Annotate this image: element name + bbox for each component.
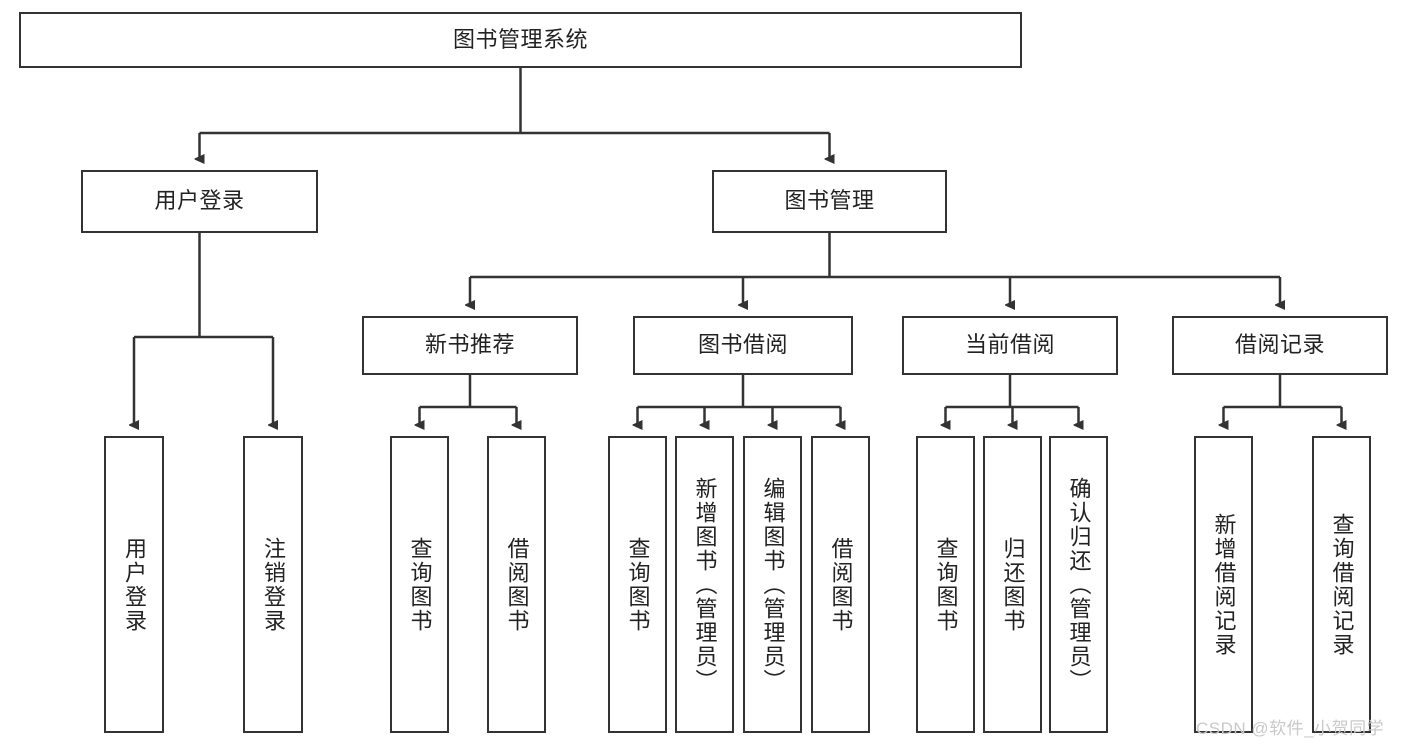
node-label: 借阅图书 — [828, 536, 854, 633]
node-leaf-query-book[interactable]: 查询图书 — [608, 436, 667, 733]
node-label: 注销登录 — [261, 536, 286, 633]
node-label: 图书管理系统 — [452, 26, 588, 52]
node-current-borrow[interactable]: 当前借阅 — [902, 316, 1118, 375]
node-leaf-confirm-return[interactable]: 确认归还（管理员） — [1049, 436, 1108, 733]
node-leaf-return-book[interactable]: 归还图书 — [983, 436, 1042, 733]
node-user-login[interactable]: 用户登录 — [81, 170, 318, 233]
node-leaf-query-record[interactable]: 查询借阅记录 — [1312, 436, 1371, 733]
node-label: 借阅图书 — [504, 536, 530, 633]
node-label: 图书借阅 — [697, 332, 788, 358]
node-label: 确认归还（管理员） — [1066, 476, 1092, 693]
node-label: 查询图书 — [933, 536, 959, 633]
node-leaf-add-record[interactable]: 新增借阅记录 — [1194, 436, 1253, 733]
node-label: 借阅记录 — [1234, 332, 1325, 358]
node-label: 归还图书 — [1000, 536, 1026, 633]
node-label: 用户登录 — [154, 188, 245, 214]
node-root[interactable]: 图书管理系统 — [19, 12, 1022, 68]
node-label: 查询借阅记录 — [1329, 512, 1355, 657]
node-new-book-rec[interactable]: 新书推荐 — [362, 316, 578, 375]
node-label: 用户登录 — [122, 536, 147, 633]
node-leaf-user-login[interactable]: 用户登录 — [104, 436, 164, 733]
node-book-borrow[interactable]: 图书借阅 — [633, 316, 853, 375]
node-leaf-add-book[interactable]: 新增图书（管理员） — [675, 436, 734, 733]
node-leaf-logout[interactable]: 注销登录 — [243, 436, 303, 733]
node-leaf-query-book-cur[interactable]: 查询图书 — [916, 436, 975, 733]
node-leaf-borrow-book-rec[interactable]: 借阅图书 — [487, 436, 546, 733]
node-leaf-borrow-book[interactable]: 借阅图书 — [811, 436, 870, 733]
node-leaf-edit-book[interactable]: 编辑图书（管理员） — [743, 436, 802, 733]
node-label: 查询图书 — [625, 536, 651, 633]
node-book-manage[interactable]: 图书管理 — [712, 170, 947, 233]
node-label: 图书管理 — [784, 188, 875, 214]
node-label: 当前借阅 — [964, 332, 1055, 358]
node-label: 编辑图书（管理员） — [760, 476, 786, 693]
node-label: 新增图书（管理员） — [692, 476, 718, 693]
node-label: 新书推荐 — [424, 332, 515, 358]
node-leaf-query-book-rec[interactable]: 查询图书 — [390, 436, 449, 733]
node-label: 新增借阅记录 — [1211, 512, 1237, 657]
node-label: 查询图书 — [407, 536, 433, 633]
node-borrow-record[interactable]: 借阅记录 — [1172, 316, 1388, 375]
